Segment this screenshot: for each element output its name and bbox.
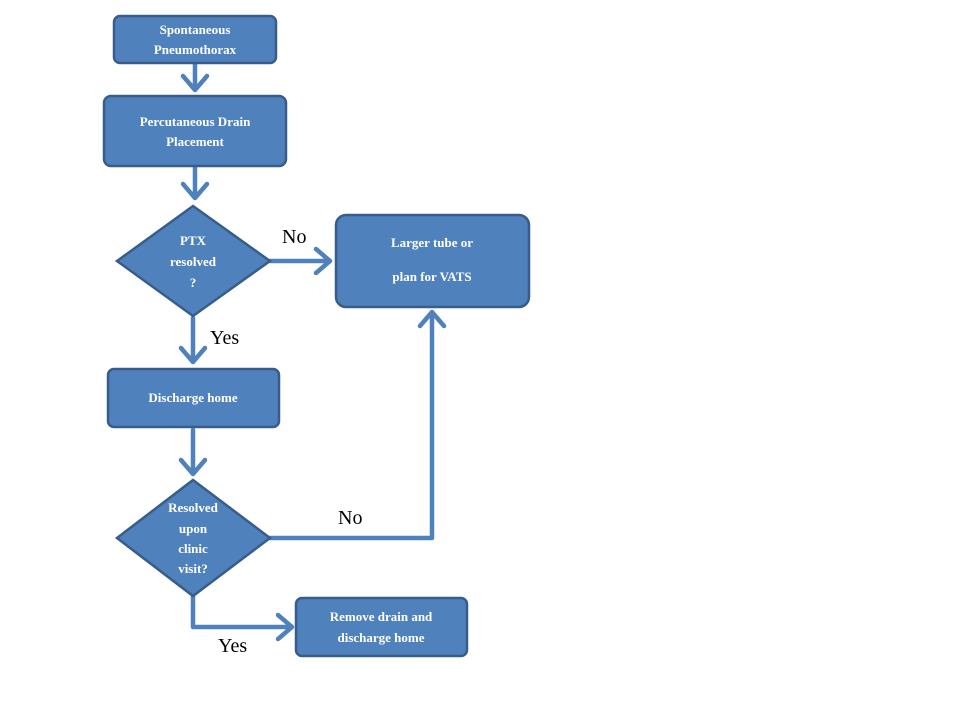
arrow-discharge-to-clinic-decision xyxy=(178,427,208,477)
node-text-spontaneous-line-2: Pneumothorax xyxy=(154,42,237,57)
decision-resolved-upon-clinic-visit: Resolved upon clinic visit? xyxy=(114,478,273,598)
node-larger-tube-or-vats: Larger tube or plan for VATS xyxy=(334,213,531,309)
node-text-discharge: Discharge home xyxy=(148,390,237,405)
node-text-remove-drain-line-2: discharge home xyxy=(337,630,424,645)
decision-text-ptx-line-2: resolved xyxy=(170,254,217,269)
node-text-remove-drain-line-1: Remove drain and xyxy=(330,609,433,624)
decision-text-ptx-line-1: PTX xyxy=(180,233,207,248)
edge-label-ptx-yes: Yes xyxy=(210,327,239,349)
arrow-spontaneous-to-drain xyxy=(180,61,210,93)
arrow-ptx-no-to-larger-tube xyxy=(267,246,333,276)
node-spontaneous-pneumothorax: Spontaneous Pneumothorax xyxy=(112,14,278,65)
edge-label-clinic-no: No xyxy=(338,507,362,529)
node-percutaneous-drain-placement: Percutaneous Drain Placement xyxy=(102,94,288,168)
node-text-larger-tube-line-1: Larger tube or xyxy=(391,235,473,250)
node-discharge-home: Discharge home xyxy=(106,367,281,429)
decision-text-clinic-line-1: Resolved xyxy=(168,500,219,515)
node-text-drain-line-1: Percutaneous Drain xyxy=(140,114,251,129)
arrow-clinic-no-to-larger-tube xyxy=(267,309,447,541)
decision-text-clinic-line-4: visit? xyxy=(178,561,208,576)
decision-text-clinic-line-3: clinic xyxy=(178,541,208,556)
arrow-ptx-yes-to-discharge xyxy=(178,315,208,365)
node-text-larger-tube-line-2: plan for VATS xyxy=(392,269,471,284)
edge-label-ptx-no: No xyxy=(282,226,306,248)
decision-text-clinic-line-2: upon xyxy=(179,521,208,536)
edge-label-clinic-yes: Yes xyxy=(218,635,247,657)
node-text-drain-line-2: Placement xyxy=(166,134,224,149)
arrow-drain-to-ptx-decision xyxy=(180,165,210,201)
node-remove-drain-and-discharge: Remove drain and discharge home xyxy=(294,596,469,658)
arrow-clinic-yes-to-remove-drain xyxy=(190,593,295,642)
decision-ptx-resolved: PTX resolved ? xyxy=(114,204,273,318)
node-text-spontaneous-line-1: Spontaneous xyxy=(160,22,231,37)
decision-text-ptx-line-3: ? xyxy=(190,275,197,290)
arrows xyxy=(178,61,447,642)
